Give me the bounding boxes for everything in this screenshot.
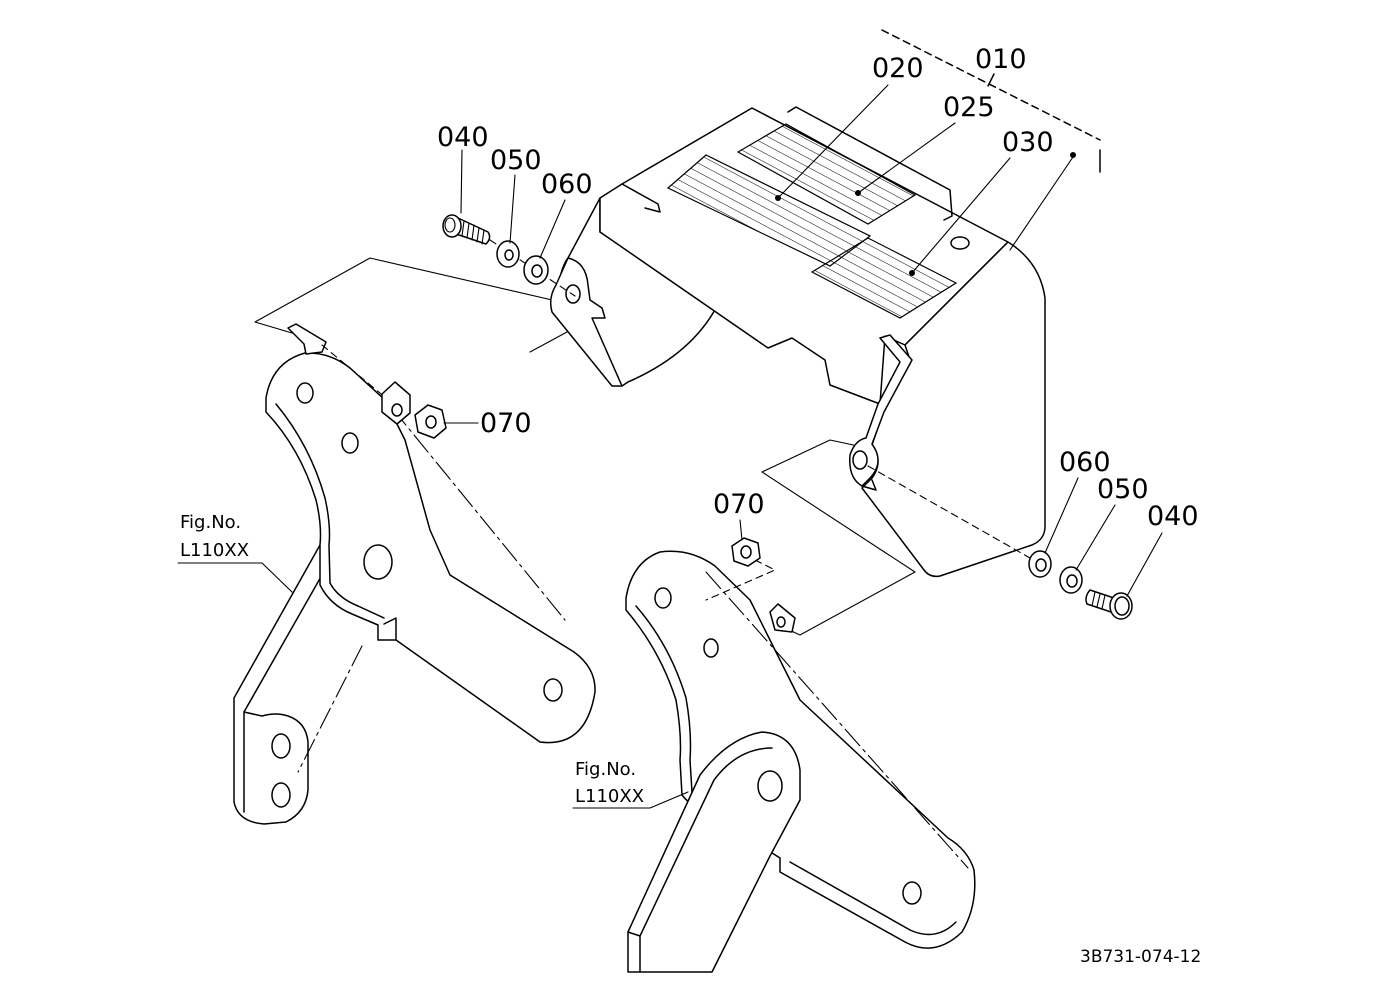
left-plate-hole-3 bbox=[363, 544, 393, 580]
cover-left-flange-hole bbox=[565, 284, 581, 304]
left-arm-centerline bbox=[297, 645, 363, 773]
left-tab-guide-line bbox=[321, 344, 387, 399]
cover-right-flange-notch bbox=[861, 479, 877, 491]
leader-dot-030 bbox=[909, 270, 915, 276]
left-bolt-040 bbox=[442, 214, 491, 245]
callout-020: 020 bbox=[872, 53, 924, 84]
leader-040-left bbox=[460, 149, 463, 214]
cover-top-lip bbox=[621, 183, 661, 213]
leader-050-left bbox=[509, 174, 516, 244]
leader-dot-cover bbox=[1070, 152, 1076, 158]
leader-dot-025 bbox=[855, 190, 861, 196]
right-washer-060 bbox=[1028, 550, 1052, 578]
left-weld-nut-hole bbox=[391, 403, 403, 417]
right-plate-centerline bbox=[705, 571, 969, 869]
leader-070-right bbox=[739, 519, 743, 541]
right-bolt-head-face bbox=[1114, 596, 1130, 616]
fig-ref-right-line1: Fig.No. bbox=[575, 759, 636, 780]
leader-020 bbox=[777, 84, 889, 199]
leader-025 bbox=[857, 122, 956, 194]
right-washer-050-hole bbox=[1066, 574, 1078, 588]
right-washer-050 bbox=[1059, 566, 1083, 594]
left-bolt-head-face bbox=[444, 217, 456, 233]
callout-010: 010 bbox=[975, 44, 1027, 75]
left-washer-060 bbox=[523, 255, 549, 285]
hatched-label-030 bbox=[810, 237, 958, 319]
right-bracket-arm bbox=[627, 731, 801, 973]
cover-assembly bbox=[549, 106, 1046, 578]
left-arm-hole-upper bbox=[271, 733, 291, 759]
left-washer-060-hole bbox=[531, 264, 543, 278]
leader-060-right bbox=[1044, 477, 1079, 554]
fig-ref-right-line2: L110XX bbox=[575, 786, 644, 807]
leader-dot-020 bbox=[775, 195, 781, 201]
callout-030: 030 bbox=[1002, 127, 1054, 158]
leader-060-left bbox=[539, 199, 566, 259]
right-bolt-axis bbox=[867, 465, 1031, 559]
left-washer-050-hole bbox=[504, 249, 514, 261]
callout-025: 025 bbox=[943, 92, 995, 123]
left-bracket-plate-thickness bbox=[275, 403, 385, 619]
right-nut-hole bbox=[740, 545, 752, 559]
callout-050-right: 050 bbox=[1097, 474, 1149, 505]
right-bracket-arm-edges bbox=[627, 747, 773, 973]
fig-ref-right-leader bbox=[572, 791, 689, 809]
right-bolt-threads bbox=[1091, 591, 1106, 610]
callout-070-left: 070 bbox=[480, 408, 532, 439]
right-plate-hole-1 bbox=[654, 587, 672, 609]
cover-top-hole bbox=[950, 236, 970, 250]
right-bracket-plate-lower-edge bbox=[789, 861, 957, 936]
callout-060-right: 060 bbox=[1059, 447, 1111, 478]
callout-050-left: 050 bbox=[490, 145, 542, 176]
drawing-number: 3B731-074-12 bbox=[1080, 947, 1201, 967]
fig-ref-left-line2: L110XX bbox=[180, 540, 249, 561]
callout-040-left: 040 bbox=[437, 122, 489, 153]
left-plate-hole-1 bbox=[296, 382, 314, 404]
left-plate-hole-2 bbox=[341, 432, 359, 454]
leader-cover bbox=[1009, 156, 1074, 251]
cover-right-flange-hole bbox=[852, 450, 868, 470]
callout-040-right: 040 bbox=[1147, 501, 1199, 532]
left-weld-nut bbox=[381, 381, 411, 425]
cover-top-rib bbox=[787, 106, 953, 221]
left-washer-050 bbox=[496, 240, 520, 268]
callout-070-right: 070 bbox=[713, 489, 765, 520]
left-bolt-threads bbox=[461, 220, 485, 245]
right-nut-guide bbox=[705, 559, 776, 601]
leader-040-right bbox=[1126, 532, 1163, 597]
left-nut-070 bbox=[414, 404, 447, 439]
left-bracket-tab bbox=[287, 323, 327, 355]
left-plate-hole-4 bbox=[543, 678, 563, 702]
right-bracket bbox=[625, 550, 976, 973]
assembly-bracket-dashed bbox=[881, 29, 1101, 141]
right-plate-hole-2 bbox=[703, 638, 719, 658]
cover-right-flange bbox=[849, 334, 913, 487]
left-nut-hole bbox=[425, 415, 437, 429]
right-washer-060-hole bbox=[1035, 558, 1047, 572]
right-tab-hole bbox=[776, 616, 786, 628]
leader-030 bbox=[911, 157, 1011, 274]
hatched-label-025 bbox=[736, 123, 917, 225]
fig-ref-left-line1: Fig.No. bbox=[180, 512, 241, 533]
assembly-010-tick bbox=[987, 73, 995, 87]
left-plate-centerline bbox=[391, 407, 566, 621]
left-bracket-slot bbox=[383, 617, 397, 641]
left-bracket bbox=[233, 323, 596, 825]
callout-060-left: 060 bbox=[541, 169, 593, 200]
fig-ref-left-leader bbox=[177, 562, 293, 593]
right-plate-hole-3 bbox=[902, 881, 922, 905]
right-bolt-040 bbox=[1085, 589, 1133, 620]
left-arm-hole-lower bbox=[271, 782, 291, 808]
left-bracket-arm bbox=[233, 544, 323, 825]
leader-050-right bbox=[1075, 504, 1116, 571]
reference-plane-right bbox=[761, 439, 916, 636]
hatched-label-020 bbox=[666, 154, 872, 267]
right-bracket-plate-thickness bbox=[635, 605, 693, 793]
right-bolt-shank bbox=[1085, 589, 1115, 613]
right-arm-hole bbox=[757, 770, 783, 802]
right-nut-070 bbox=[731, 537, 761, 567]
